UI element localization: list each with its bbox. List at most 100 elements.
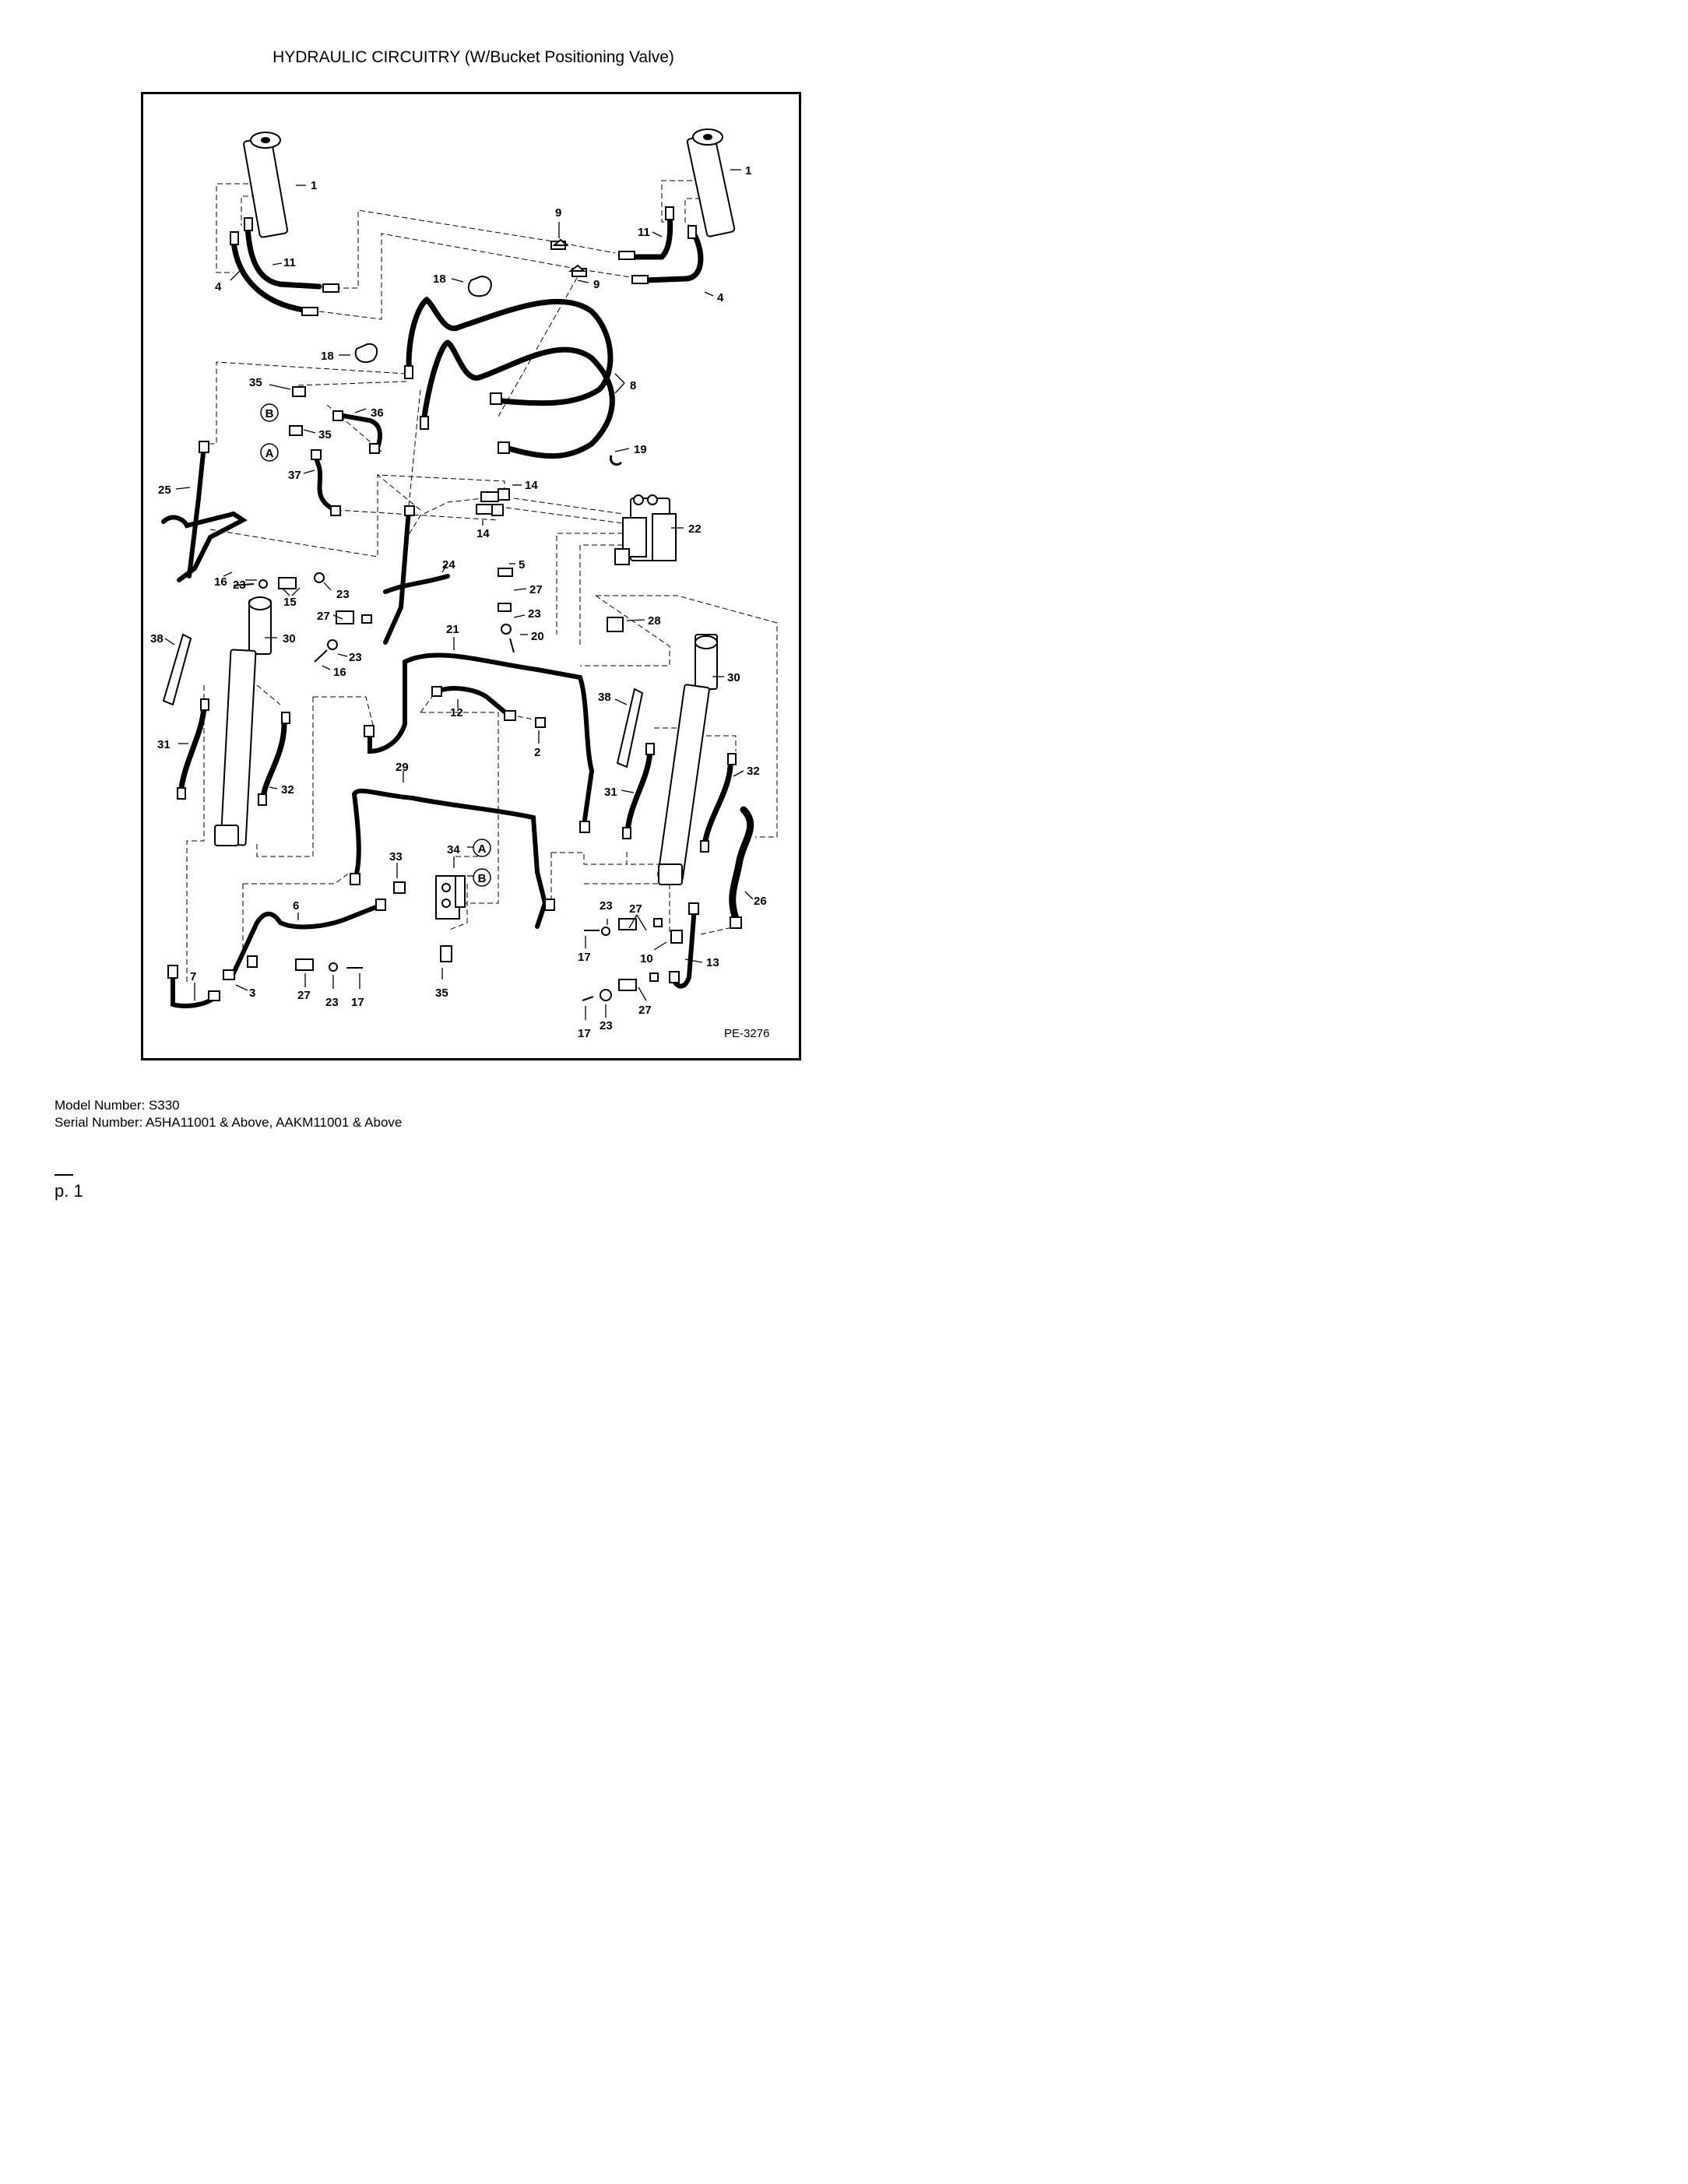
callout-29: 29 (396, 761, 409, 774)
callout-18: 18 (321, 350, 334, 363)
tube-36 (336, 413, 382, 450)
callout-1: 1 (311, 179, 317, 192)
callout-8: 8 (630, 379, 636, 392)
hose-11-left (244, 223, 322, 290)
fittings (167, 206, 742, 1001)
callout-27: 27 (317, 610, 330, 623)
hose-8-a (406, 296, 614, 406)
abrasion-sleeves (162, 633, 644, 768)
callout-21: 21 (446, 623, 459, 636)
callout-26: 26 (754, 895, 767, 908)
callout-17: 17 (578, 1027, 591, 1040)
callout-17: 17 (351, 996, 364, 1009)
hose-4-left (230, 238, 307, 313)
page-rule (55, 1174, 73, 1176)
hose-26 (729, 806, 754, 923)
callout-19: 19 (634, 443, 647, 456)
callout-36: 36 (371, 406, 384, 420)
callout-9: 9 (555, 206, 561, 220)
callout-23: 23 (528, 607, 541, 621)
diagram-frame (141, 92, 801, 1060)
lift-cylinder-right (686, 128, 736, 237)
callout-9: 9 (593, 278, 600, 291)
callout-33: 33 (389, 850, 403, 863)
tilt-cylinder-right (657, 634, 718, 885)
callout-16: 16 (333, 666, 346, 679)
callout-27: 27 (629, 902, 642, 916)
callout-12: 12 (450, 706, 463, 719)
hoses (178, 209, 754, 923)
tube-25-bend (161, 511, 248, 582)
bucket-positioning-valve (435, 875, 466, 962)
callout-24: 24 (442, 558, 455, 571)
callout-30: 30 (283, 632, 296, 645)
tube-21 (367, 652, 595, 828)
tube-37 (313, 453, 337, 512)
callout-4: 4 (215, 280, 222, 294)
callout-23: 23 (325, 996, 339, 1009)
callout-1: 1 (745, 164, 751, 178)
callout-27: 27 (297, 989, 311, 1002)
callout-10: 10 (640, 952, 653, 965)
control-valve (614, 494, 677, 565)
callout-23: 23 (349, 651, 362, 664)
drawing-code: PE-3276 (724, 1027, 769, 1040)
tube-29 (351, 788, 548, 929)
dashed-routing (186, 180, 778, 985)
callout-11: 11 (283, 256, 296, 269)
callout-11: 11 (638, 226, 650, 239)
callout-32: 32 (281, 783, 294, 797)
callout-31: 31 (604, 786, 617, 799)
callout-numbers: 1 1 2 3 4 4 5 6 7 8 9 9 10 11 11 12 13 1… (150, 164, 767, 1040)
tie-straps (354, 275, 492, 364)
hydraulic-diagram: B A A B 1 1 2 3 4 4 5 6 7 8 9 9 10 11 11… (150, 128, 778, 1040)
callout-13: 13 (706, 956, 719, 969)
callout-38: 38 (150, 632, 164, 645)
tee-fittings (552, 238, 586, 272)
callout-23: 23 (600, 899, 613, 913)
tubes (161, 413, 697, 1008)
callout-17: 17 (578, 951, 591, 964)
callout-23: 23 (600, 1019, 613, 1032)
circle-label-a: A (478, 842, 487, 856)
leader-lines (164, 169, 754, 1020)
callout-22: 22 (688, 522, 702, 536)
hose-32-right (702, 764, 733, 848)
hose-31-right (624, 744, 653, 836)
callout-27: 27 (529, 583, 543, 596)
callout-20: 20 (531, 630, 544, 643)
tube-25 (187, 443, 206, 579)
callout-18: 18 (433, 273, 446, 286)
callout-23: 23 (233, 579, 246, 592)
callout-7: 7 (190, 970, 196, 983)
callout-6: 6 (293, 899, 299, 913)
hardware (233, 572, 612, 1001)
callout-35: 35 (249, 376, 262, 389)
tube-24-bend (383, 574, 450, 594)
hose-32-left (260, 721, 287, 801)
callout-16: 16 (214, 575, 227, 589)
page-title: HYDRAULIC CIRCUITRY (W/Bucket Positionin… (273, 48, 674, 66)
callout-4: 4 (717, 291, 724, 304)
callout-38: 38 (598, 691, 611, 704)
callout-23: 23 (336, 588, 350, 601)
hose-8-b (421, 339, 615, 459)
callout-28: 28 (648, 614, 661, 628)
callout-15: 15 (283, 596, 297, 609)
callout-32: 32 (747, 765, 760, 778)
tube-24 (383, 508, 411, 645)
model-number: Model Number: S330 (55, 1098, 180, 1113)
page-number: p. 1 (55, 1181, 83, 1201)
callout-25: 25 (158, 484, 171, 497)
callout-14: 14 (525, 479, 538, 492)
tube-6 (231, 903, 382, 976)
circle-labels (260, 403, 491, 887)
callout-31: 31 (157, 738, 171, 751)
callout-37: 37 (288, 469, 301, 482)
circle-label-a: A (266, 447, 274, 460)
serial-number: Serial Number: A5HA11001 & Above, AAKM11… (55, 1115, 403, 1130)
callout-2: 2 (534, 746, 540, 759)
hose-clamp (609, 455, 623, 466)
callout-35: 35 (435, 986, 448, 1000)
callout-27: 27 (638, 1004, 652, 1017)
